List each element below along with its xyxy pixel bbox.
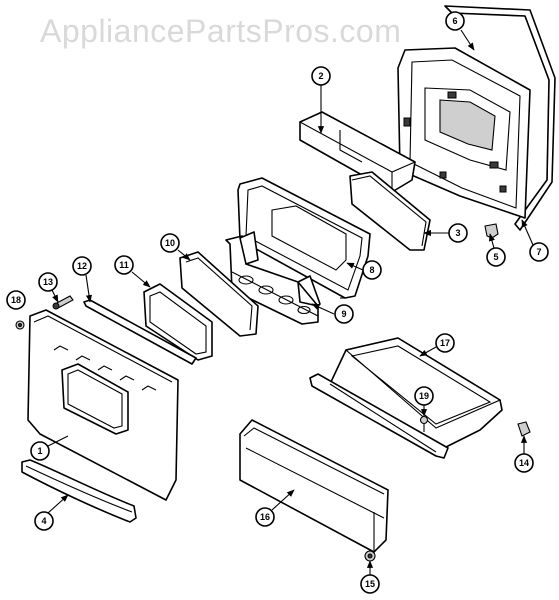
callout-18-label: 18 [11, 295, 21, 305]
part-10-inner-glass [179, 251, 259, 337]
leader-17 [419, 346, 437, 357]
callout-6: 6 [445, 11, 465, 31]
leader-lines [47, 29, 534, 576]
callout-3-label: 3 [455, 228, 460, 238]
part-14-glide [517, 421, 531, 437]
part-16-drawer-front [239, 419, 389, 553]
part-6-door-gasket [444, 5, 556, 231]
callout-19: 19 [414, 386, 434, 406]
callout-3: 3 [448, 223, 468, 243]
callout-17-label: 17 [440, 338, 450, 348]
callout-12-label: 12 [77, 261, 87, 271]
callout-9-label: 9 [341, 309, 346, 319]
part-18-nut [15, 320, 25, 330]
watermark-text: AppliancePartsPros.com [40, 13, 401, 49]
callout-7: 7 [529, 242, 549, 262]
callout-8-label: 8 [369, 265, 374, 275]
callout-6-label: 6 [452, 16, 457, 26]
part-13-screw [52, 295, 74, 310]
callout-10-label: 10 [165, 238, 175, 248]
callout-2-label: 2 [318, 71, 323, 81]
callout-16-label: 16 [260, 512, 270, 522]
callout-12: 12 [72, 256, 92, 276]
callout-1-label: 1 [37, 446, 42, 456]
callout-8: 8 [362, 260, 382, 280]
leader-8 [346, 262, 364, 271]
part-1-outer-door [27, 309, 179, 501]
callout-15: 15 [360, 574, 380, 594]
callout-9: 9 [334, 304, 354, 324]
callout-5: 5 [486, 247, 506, 267]
leader-1 [47, 435, 69, 447]
callout-7-label: 7 [536, 247, 541, 257]
part-11-glass-frame [143, 283, 213, 361]
callout-4: 4 [34, 511, 54, 531]
leader-10 [177, 249, 191, 261]
callout-13: 13 [38, 272, 58, 292]
leader-11 [131, 271, 151, 288]
callout-13-label: 13 [43, 277, 53, 287]
callout-19-label: 19 [419, 391, 429, 401]
leader-16 [271, 489, 295, 511]
callout-10: 10 [160, 233, 180, 253]
callout-11-label: 11 [119, 260, 129, 270]
callout-14-label: 14 [519, 458, 529, 468]
callout-17: 17 [435, 333, 455, 353]
leader-4 [47, 494, 69, 514]
leader-13 [51, 289, 59, 303]
callout-1: 1 [30, 441, 50, 461]
callout-18: 18 [6, 290, 26, 310]
part-17-drawer-tray [309, 337, 503, 459]
part-2-door-bracket [299, 111, 416, 193]
leader-7 [521, 219, 534, 246]
callout-16: 16 [255, 507, 275, 527]
callout-5-label: 5 [493, 252, 498, 262]
part-15-bumper [364, 550, 376, 562]
leader-12 [85, 274, 93, 303]
leader-9 [311, 303, 335, 315]
callout-15-label: 15 [365, 579, 375, 589]
callout-2: 2 [311, 66, 331, 86]
part-7-inner-door-panel [397, 47, 531, 219]
leader-6 [460, 29, 475, 51]
callouts: 1 2 3 4 5 6 7 8 9 10 11 12 13 14 15 16 1… [6, 11, 549, 594]
part-4-door-handle [21, 459, 137, 523]
part-5-clip [484, 223, 499, 239]
callout-4-label: 4 [41, 516, 46, 526]
leader-5 [488, 233, 495, 249]
callout-14: 14 [514, 453, 534, 473]
callout-11: 11 [114, 255, 134, 275]
